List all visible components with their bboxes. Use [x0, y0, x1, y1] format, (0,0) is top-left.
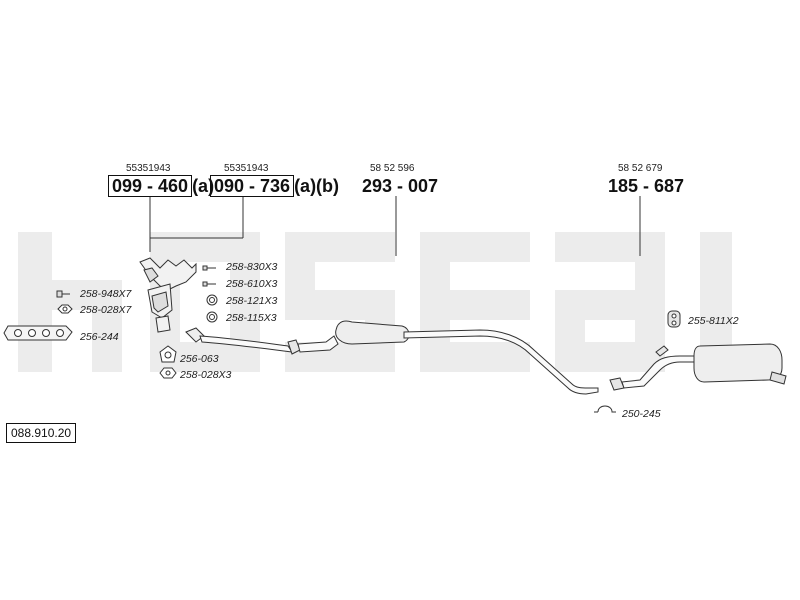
centre-silencer	[335, 320, 599, 395]
part-number-suffix: (a)(b)	[294, 176, 340, 196]
fitting-label[interactable]: 250-245	[622, 408, 661, 420]
mount-hole	[671, 313, 677, 319]
oe-ref: 55351943	[126, 163, 171, 174]
rear-silencer	[609, 343, 787, 391]
fitting-label[interactable]: 255-811X2	[688, 315, 739, 327]
part-number-099-460[interactable]: 099 - 460(a)	[108, 175, 215, 197]
manifold-gasket	[3, 325, 73, 341]
fitting-label[interactable]: 258-830X3	[226, 261, 278, 273]
fitting-label[interactable]: 256-063	[180, 353, 219, 365]
manifold-catalyst	[139, 257, 197, 333]
oe-ref: 58 52 596	[370, 163, 415, 174]
fitting-label[interactable]: 258-121X3	[226, 295, 278, 307]
fitting-label[interactable]: 258-610X3	[226, 278, 278, 290]
fitting-label[interactable]: 258-115X3	[226, 312, 277, 324]
fitting-label[interactable]: 258-028X3	[180, 369, 232, 381]
rubber-mount-icon	[667, 310, 681, 328]
stud-head-icon	[202, 265, 208, 271]
oe-ref: 55351943	[224, 163, 269, 174]
fitting-label[interactable]: 258-948X7	[80, 288, 132, 300]
bolt-head-icon	[202, 281, 208, 287]
oe-ref: 58 52 679	[618, 163, 663, 174]
watermark	[18, 232, 732, 372]
mount-hole	[671, 320, 677, 326]
ring-inner	[209, 314, 215, 320]
part-number-090-736[interactable]: 090 - 736(a)(b)	[210, 175, 340, 197]
part-number-293-007[interactable]: 293 - 007	[362, 176, 439, 196]
bolt-head-icon	[56, 290, 63, 298]
flange-hole	[164, 351, 172, 359]
clamp-icon	[594, 405, 616, 413]
nut-hole	[165, 370, 171, 376]
part-number-185-687[interactable]: 185 - 687	[608, 176, 685, 196]
fitting-label[interactable]: 256-244	[80, 331, 119, 343]
ring-inner	[209, 297, 215, 303]
part-number-suffix: (a)	[192, 176, 215, 196]
part-number-box: 099 - 460	[108, 175, 193, 197]
front-pipe	[185, 327, 339, 355]
part-number-box: 090 - 736	[210, 175, 295, 197]
diagram-id: 088.910.20	[6, 423, 77, 443]
fitting-label[interactable]: 258-028X7	[80, 304, 132, 316]
nut-hole	[62, 306, 68, 312]
